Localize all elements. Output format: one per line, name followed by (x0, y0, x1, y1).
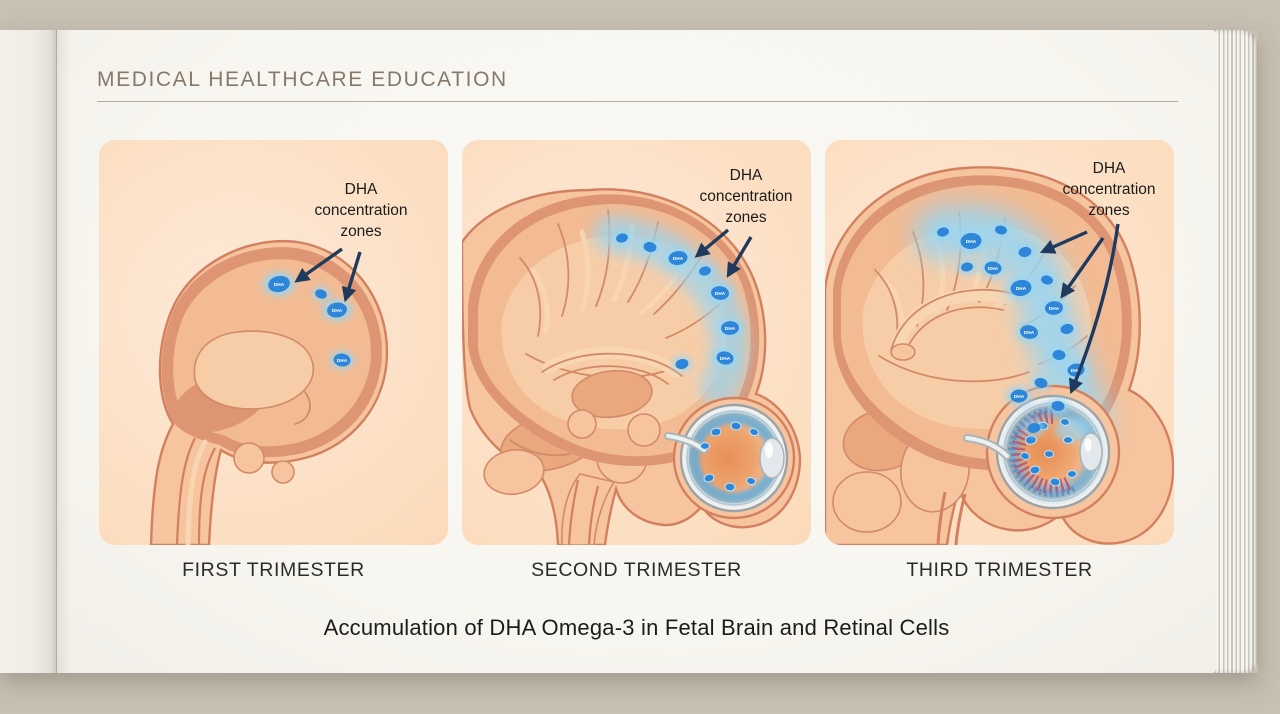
dha-dot-text: DHA (332, 308, 343, 314)
page-stack-edge (1216, 30, 1258, 673)
dha-zones-label: DHA concentration zones (314, 181, 407, 240)
dha-dot-text: DHA (720, 356, 731, 362)
annotation-arrows (1039, 223, 1120, 395)
previous-page-edge (0, 30, 57, 673)
dha-dot-text: DHA (715, 291, 726, 297)
panel-first-trimester: DHA DHA DHA DHA concentration zones (99, 140, 448, 545)
header-divider (97, 101, 1178, 102)
figure-caption: Accumulation of DHA Omega-3 in Fetal Bra… (323, 615, 950, 640)
svg-text:zones: zones (1088, 202, 1130, 219)
retinal-dha-dots (1020, 418, 1077, 487)
dha-dot-text: DHA (1016, 286, 1027, 292)
panel-title-third: THIRD TRIMESTER (906, 559, 1093, 581)
dha-dot-text: DHA (337, 358, 348, 364)
dha-dot-text: DHA (725, 326, 736, 332)
svg-text:concentration: concentration (699, 188, 792, 205)
retinal-dha-dots (700, 421, 759, 492)
dha-dot-text: DHA (1014, 394, 1025, 400)
annotation-arrows (294, 247, 362, 303)
dha-dot-text: DHA (673, 256, 684, 262)
svg-text:DHA: DHA (345, 181, 378, 198)
fetal-eye (664, 396, 796, 520)
svg-text:DHA: DHA (1093, 160, 1126, 177)
dha-zones-label: DHA concentration zones (1062, 160, 1155, 219)
panel-second-trimester: DHA DHA DHA DHA DHA concentration zones (462, 140, 811, 545)
second-trimester-brain-illustration: DHA DHA DHA DHA DHA concentration zones (462, 167, 802, 545)
dha-dot-text: DHA (988, 266, 999, 272)
dha-dot-text: DHA (966, 239, 977, 245)
panel-title-second: SECOND TRIMESTER (531, 559, 742, 581)
svg-text:concentration: concentration (1062, 181, 1155, 198)
dha-dot-text: DHA (1071, 368, 1082, 374)
panel-third-trimester: DHA DHA DHA DHA DHA DHA DHA DHA concentr… (825, 140, 1174, 545)
dha-zones-label: DHA concentration zones (699, 167, 792, 226)
dha-dot-text: DHA (274, 282, 285, 288)
fetal-eye (963, 384, 1121, 520)
dha-dot-text: DHA (1024, 330, 1035, 336)
dha-dots: DHA DHA DHA (263, 272, 354, 369)
trimester-panels: DHA DHA DHA DHA concentration zones (99, 140, 1174, 545)
svg-text:zones: zones (725, 209, 767, 226)
svg-text:zones: zones (340, 223, 382, 240)
svg-text:DHA: DHA (730, 167, 763, 184)
dha-dots: DHA DHA DHA DHA (612, 230, 743, 372)
svg-text:concentration: concentration (314, 202, 407, 219)
dha-dots: DHA DHA DHA DHA DHA DHA DHA (933, 222, 1089, 436)
first-trimester-brain-illustration: DHA DHA DHA DHA concentration zones (149, 181, 408, 545)
panel-title-first: FIRST TRIMESTER (182, 559, 365, 581)
book: MEDICAL HEALTHCARE EDUCATION (0, 30, 1258, 673)
page: MEDICAL HEALTHCARE EDUCATION (57, 30, 1216, 673)
annotation-arrows (694, 228, 753, 278)
third-trimester-brain-illustration: DHA DHA DHA DHA DHA DHA DHA DHA concentr… (825, 160, 1174, 545)
page-title: MEDICAL HEALTHCARE EDUCATION (97, 68, 508, 91)
panel-titles: FIRST TRIMESTER SECOND TRIMESTER THIRD T… (99, 559, 1174, 582)
dha-dot-text: DHA (1049, 306, 1060, 312)
